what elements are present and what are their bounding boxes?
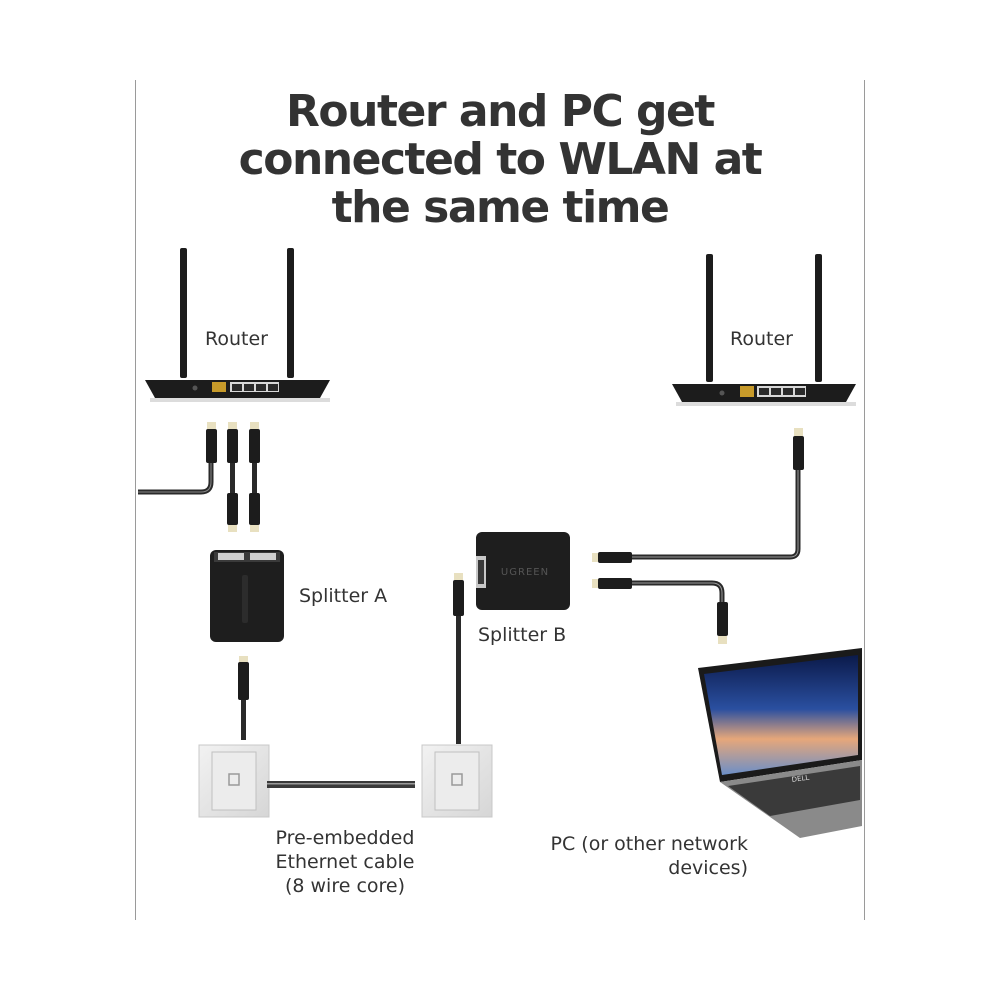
lan-ports-icon — [757, 386, 806, 397]
embedded-cable — [267, 781, 415, 788]
power-port-icon — [192, 385, 198, 391]
cable-bundle-left — [138, 422, 260, 532]
ethernet-jack-icon — [451, 773, 463, 786]
wall-plate-left — [198, 744, 270, 818]
laptop-screen — [704, 655, 858, 775]
cable-b-to-router — [592, 428, 804, 563]
label-embedded-cable: Pre-embedded Ethernet cable (8 wire core… — [245, 826, 445, 898]
cable-label-line-3: (8 wire core) — [284, 875, 406, 897]
label-pc: PC (or other network devices) — [530, 832, 748, 880]
wall-plate-right — [421, 744, 493, 818]
cable-wall-to-b — [453, 573, 464, 744]
splitter-a — [210, 550, 284, 642]
wan-port-icon — [740, 386, 754, 397]
label-router-right: Router — [730, 328, 793, 350]
cable-label-line-2: Ethernet cable — [275, 851, 415, 873]
label-splitter-a: Splitter A — [299, 585, 388, 607]
title-line-3: the same time — [331, 182, 670, 233]
router-shadow — [150, 398, 330, 402]
title-line-1: Router and PC get — [286, 86, 715, 137]
wan-port-icon — [212, 382, 226, 392]
cable-b-to-pc — [592, 578, 728, 644]
diagram-frame — [135, 80, 865, 920]
router-right — [672, 254, 856, 406]
router-left — [145, 248, 330, 402]
antenna-right — [287, 248, 294, 378]
cable-label-line-1: Pre-embedded — [275, 827, 415, 849]
title-line-2: connected to WLAN at — [238, 134, 763, 185]
laptop-pc: DELL — [698, 648, 862, 838]
label-router-left: Router — [205, 328, 268, 350]
pc-label-line-1: PC (or other network — [550, 833, 748, 855]
cable-a-to-wall — [238, 656, 249, 740]
power-port-icon — [719, 390, 725, 396]
brand-logo: UGREEN — [501, 567, 549, 578]
rj45-connector-icon — [206, 422, 260, 463]
laptop-brand-logo: DELL — [791, 774, 810, 784]
ethernet-jack-icon — [228, 773, 240, 786]
antenna-left — [180, 248, 187, 378]
router-shadow — [676, 402, 856, 406]
pc-label-line-2: devices) — [668, 857, 748, 879]
label-splitter-b: Splitter B — [478, 624, 567, 646]
diagram-title: Router and PC get connected to WLAN at t… — [150, 88, 850, 232]
antenna-left — [706, 254, 713, 382]
lan-ports-icon — [230, 382, 279, 392]
antenna-right — [815, 254, 822, 382]
splitter-b: UGREEN — [476, 532, 570, 610]
